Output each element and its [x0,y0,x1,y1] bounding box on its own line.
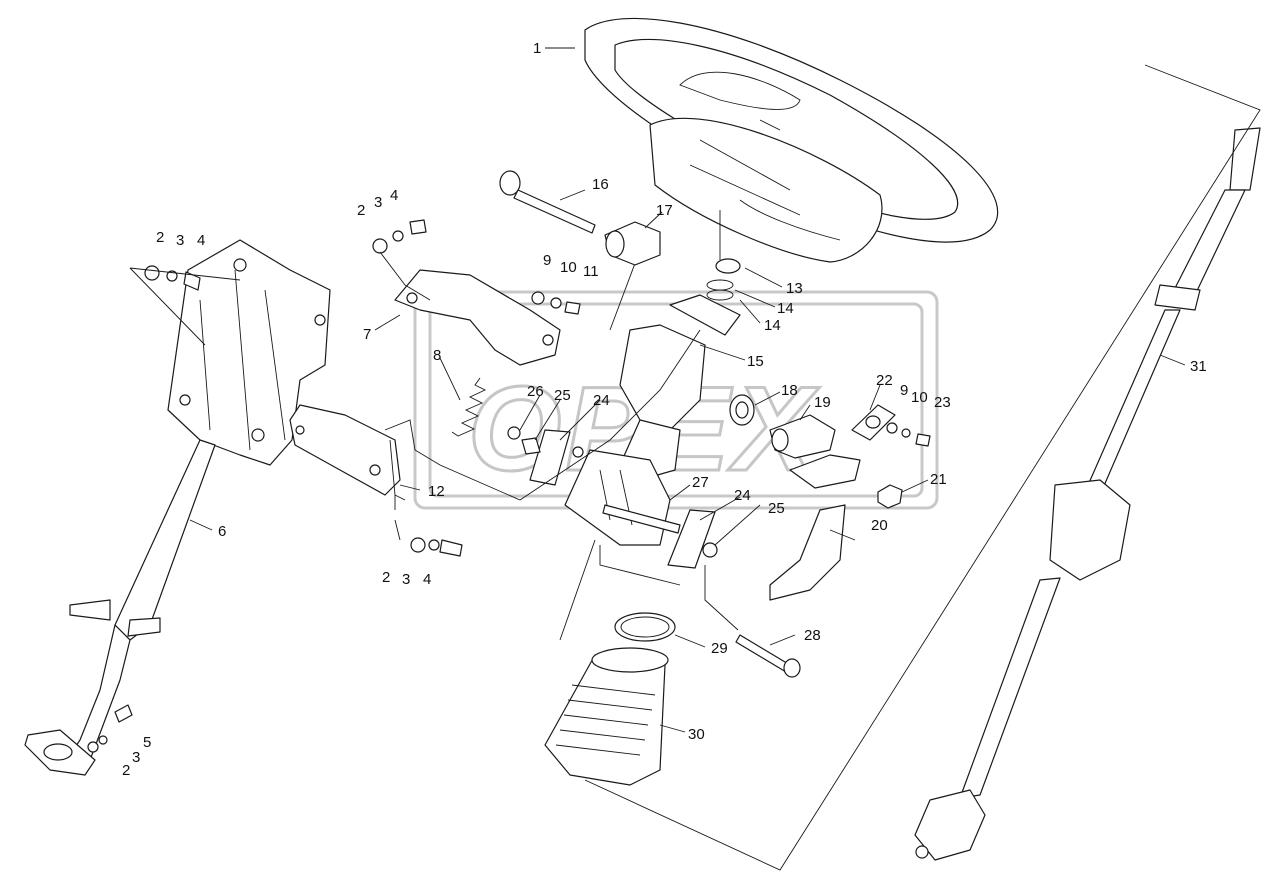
callout-2-lower: 2 [382,569,390,586]
intermediate-shaft [914,127,1261,861]
callout-17: 17 [656,202,673,219]
callout-9-upper: 9 [543,252,551,269]
callout-1: 1 [533,40,541,57]
callout-2-left: 2 [156,229,164,246]
callout-30: 30 [688,726,705,743]
callout-20: 20 [871,517,888,534]
callout-26: 26 [527,383,544,400]
steering-wheel [584,17,999,263]
bolt-16 [499,170,596,234]
callout-2-bottom: 2 [122,762,130,779]
callout-2-upper: 2 [357,202,365,219]
ring-29 [614,612,676,642]
callout-4-upper: 4 [390,187,398,204]
callout-27: 27 [692,474,709,491]
callout-6: 6 [218,523,226,540]
callout-14-b: 14 [764,317,781,334]
callout-leaders [189,47,1186,733]
callout-19: 19 [814,394,831,411]
callout-18: 18 [781,382,798,399]
callout-4-left: 4 [197,232,205,249]
callout-21: 21 [930,471,947,488]
clamp-parts [604,221,861,489]
frame-lines [129,64,1261,871]
washer-22 [851,404,896,441]
callout-12: 12 [428,483,445,500]
bushing [729,394,755,426]
small-fasteners [87,219,931,753]
callout-7: 7 [363,326,371,343]
callout-3-left: 3 [176,232,184,249]
lower-bracket [289,404,401,496]
callout-28: 28 [804,627,821,644]
callout-3-bottom: 3 [132,749,140,766]
callout-5: 5 [143,734,151,751]
callout-24-lower: 24 [734,487,751,504]
callout-10-upper: 10 [560,259,577,276]
nut-21 [877,484,903,509]
callout-8: 8 [433,347,441,364]
pad-plates [529,429,716,569]
upper-bracket [394,269,561,366]
tilt-lever [769,504,846,601]
callout-25-lower: 25 [768,500,785,517]
callout-16: 16 [592,176,609,193]
callout-25-upper: 25 [554,387,571,404]
callout-4-lower: 4 [423,571,431,588]
callout-3-upper: 3 [374,194,382,211]
callout-11: 11 [583,263,599,280]
callout-22: 22 [876,372,893,389]
callout-14-a: 14 [777,300,794,317]
callout-29: 29 [711,640,728,657]
tension-spring [451,377,487,437]
callout-31: 31 [1190,358,1207,375]
callout-3-lower: 3 [402,571,410,588]
callout-15: 15 [747,353,764,370]
callout-24-upper: 24 [593,392,610,409]
bolt-28 [735,634,801,678]
callout-23: 23 [934,394,951,411]
callout-9-right: 9 [900,382,908,399]
column-bracket-assembly [24,239,331,776]
callout-10-right: 10 [911,389,928,406]
callout-labels: 1 2 3 4 2 3 4 2 3 4 2 3 5 6 7 8 9 10 11 … [122,40,1207,779]
dust-boot [544,647,669,786]
bolt-27 [602,504,681,534]
callout-13: 13 [786,280,803,297]
